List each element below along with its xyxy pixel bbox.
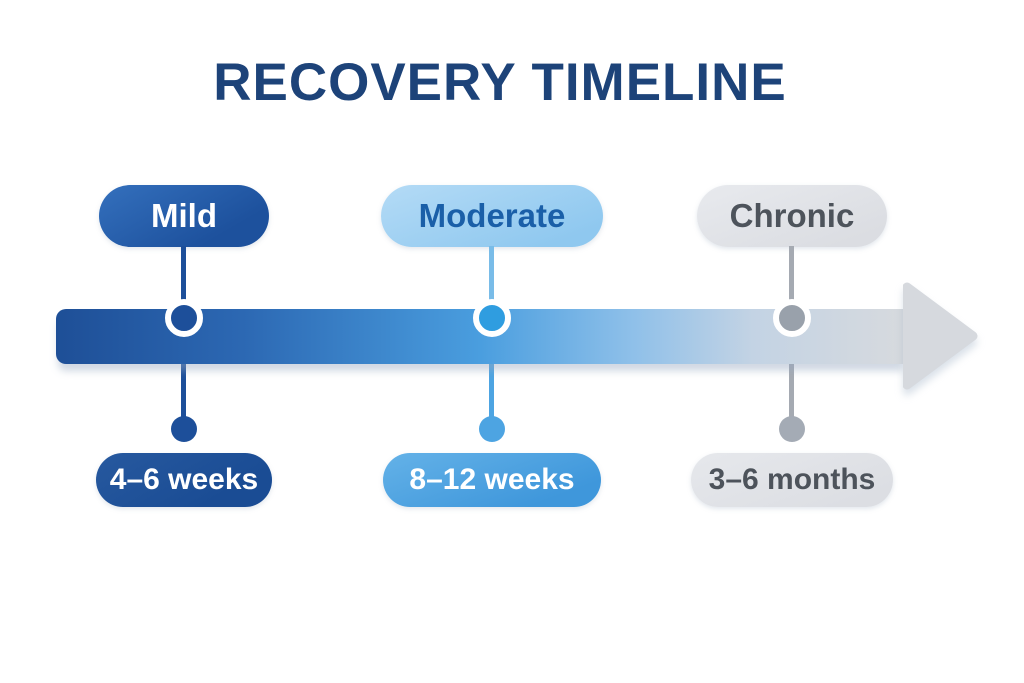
connector-bottom-chronic: [789, 364, 794, 418]
dot-moderate: [479, 416, 505, 442]
severity-pill-mild: Mild: [99, 185, 269, 247]
duration-pill-mild: 4–6 weeks: [96, 453, 272, 507]
connector-bottom-mild: [181, 364, 186, 418]
arrow-right-icon: [903, 282, 978, 390]
timeline-marker-mild: [165, 299, 203, 337]
dot-chronic: [779, 416, 805, 442]
connector-bottom-moderate: [489, 364, 494, 418]
duration-pill-chronic: 3–6 months: [691, 453, 893, 507]
severity-label-chronic: Chronic: [729, 197, 855, 234]
duration-label-moderate: 8–12 weeks: [409, 463, 575, 496]
connector-top-moderate: [489, 246, 494, 302]
dot-mild: [171, 416, 197, 442]
page-title: RECOVERY TIMELINE: [213, 53, 787, 112]
duration-pill-moderate: 8–12 weeks: [383, 453, 601, 507]
severity-label-moderate: Moderate: [418, 197, 566, 234]
timeline-marker-moderate: [473, 299, 511, 337]
duration-label-mild: 4–6 weeks: [109, 463, 259, 496]
timeline-marker-chronic: [773, 299, 811, 337]
severity-pill-moderate: Moderate: [381, 185, 603, 247]
connector-top-mild: [181, 246, 186, 302]
severity-pill-chronic: Chronic: [697, 185, 887, 247]
connector-top-chronic: [789, 246, 794, 302]
duration-label-chronic: 3–6 months: [708, 463, 876, 496]
severity-label-mild: Mild: [151, 197, 217, 234]
